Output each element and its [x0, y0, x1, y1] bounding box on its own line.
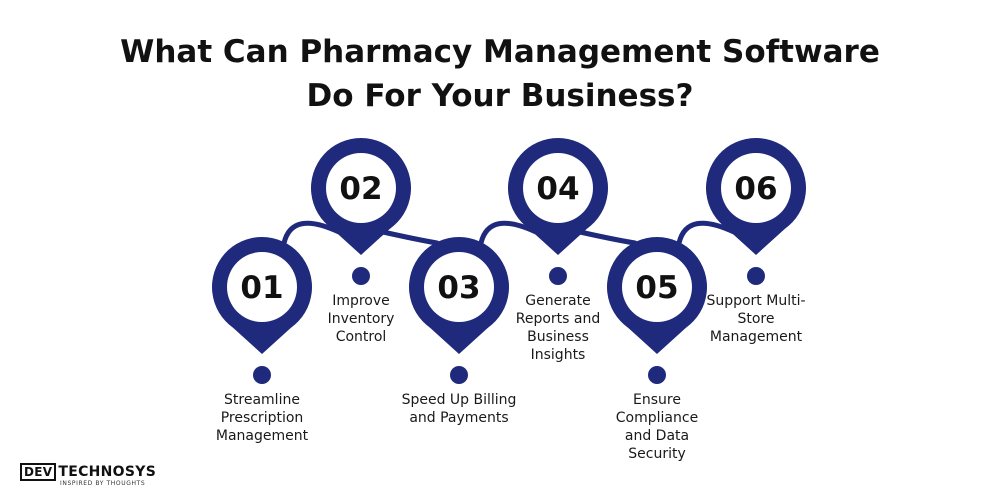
- title-line-1: What Can Pharmacy Management Software: [120, 34, 880, 70]
- logo-main-text: TECHNOSYS: [58, 464, 157, 480]
- logo-tagline: INSPIRED BY THOUGHTS: [60, 480, 146, 487]
- pin-inner-02: [326, 153, 396, 223]
- caption-line: Security: [628, 446, 686, 462]
- connector-arc-1: [281, 220, 342, 246]
- caption-line: Streamline: [224, 392, 300, 408]
- caption-line: Business: [527, 329, 589, 345]
- step-dot-06: [747, 267, 765, 285]
- step-dot-02: [352, 267, 370, 285]
- pin-inner-01: [227, 252, 297, 322]
- caption-line: Speed Up Billing: [401, 392, 517, 408]
- pin-number-03: 03: [437, 270, 480, 306]
- caption-line: Ensure: [633, 392, 681, 408]
- step-dots: [253, 267, 765, 384]
- caption-line: Insights: [530, 347, 586, 363]
- pin-number-06: 06: [734, 171, 777, 207]
- title-line-2: Do For Your Business?: [306, 78, 694, 114]
- caption-line: Generate: [525, 293, 591, 309]
- logo-box-text: DEV: [20, 463, 57, 481]
- caption-line: Store: [737, 311, 775, 327]
- caption-line: Inventory: [327, 311, 395, 327]
- caption-line: and Data: [624, 428, 690, 444]
- caption-line: Compliance: [615, 410, 699, 426]
- pin-inner-04: [523, 153, 593, 223]
- connector-arc-4: [577, 229, 638, 246]
- step-dot-05: [648, 366, 666, 384]
- brand-logo: DEV TECHNOSYS INSPIRED BY THOUGHTS: [20, 463, 156, 493]
- caption-line: and Payments: [409, 410, 509, 426]
- caption-line: Management: [709, 329, 803, 345]
- step-dot-01: [253, 366, 271, 384]
- step-pins: 01 02 03 04 05 06: [212, 137, 806, 354]
- pin-number-02: 02: [339, 171, 382, 207]
- pin-inner-05: [622, 252, 692, 322]
- connector-arc-5: [676, 220, 737, 246]
- pin-inner-03: [424, 252, 494, 322]
- caption-line: Reports and: [515, 311, 601, 327]
- pin-number-05: 05: [635, 270, 678, 306]
- caption-line: Prescription: [220, 410, 304, 426]
- caption-line: Improve: [332, 293, 390, 309]
- caption-line: Support Multi-: [706, 293, 806, 309]
- caption-03: Speed Up Billing and Payments: [384, 391, 534, 427]
- step-dot-03: [450, 366, 468, 384]
- caption-line: Management: [215, 428, 309, 444]
- logo-wordmark: DEV TECHNOSYS: [20, 463, 156, 481]
- page-title: What Can Pharmacy Management Software Do…: [0, 30, 1000, 118]
- connector-arc-2: [380, 229, 440, 246]
- step-dot-04: [549, 267, 567, 285]
- pin-number-04: 04: [536, 171, 579, 207]
- pin-number-01: 01: [240, 270, 283, 306]
- caption-line: Control: [335, 329, 387, 345]
- pin-inner-06: [721, 153, 791, 223]
- connector-arc-3: [478, 220, 539, 246]
- connector-arcs: [281, 220, 737, 246]
